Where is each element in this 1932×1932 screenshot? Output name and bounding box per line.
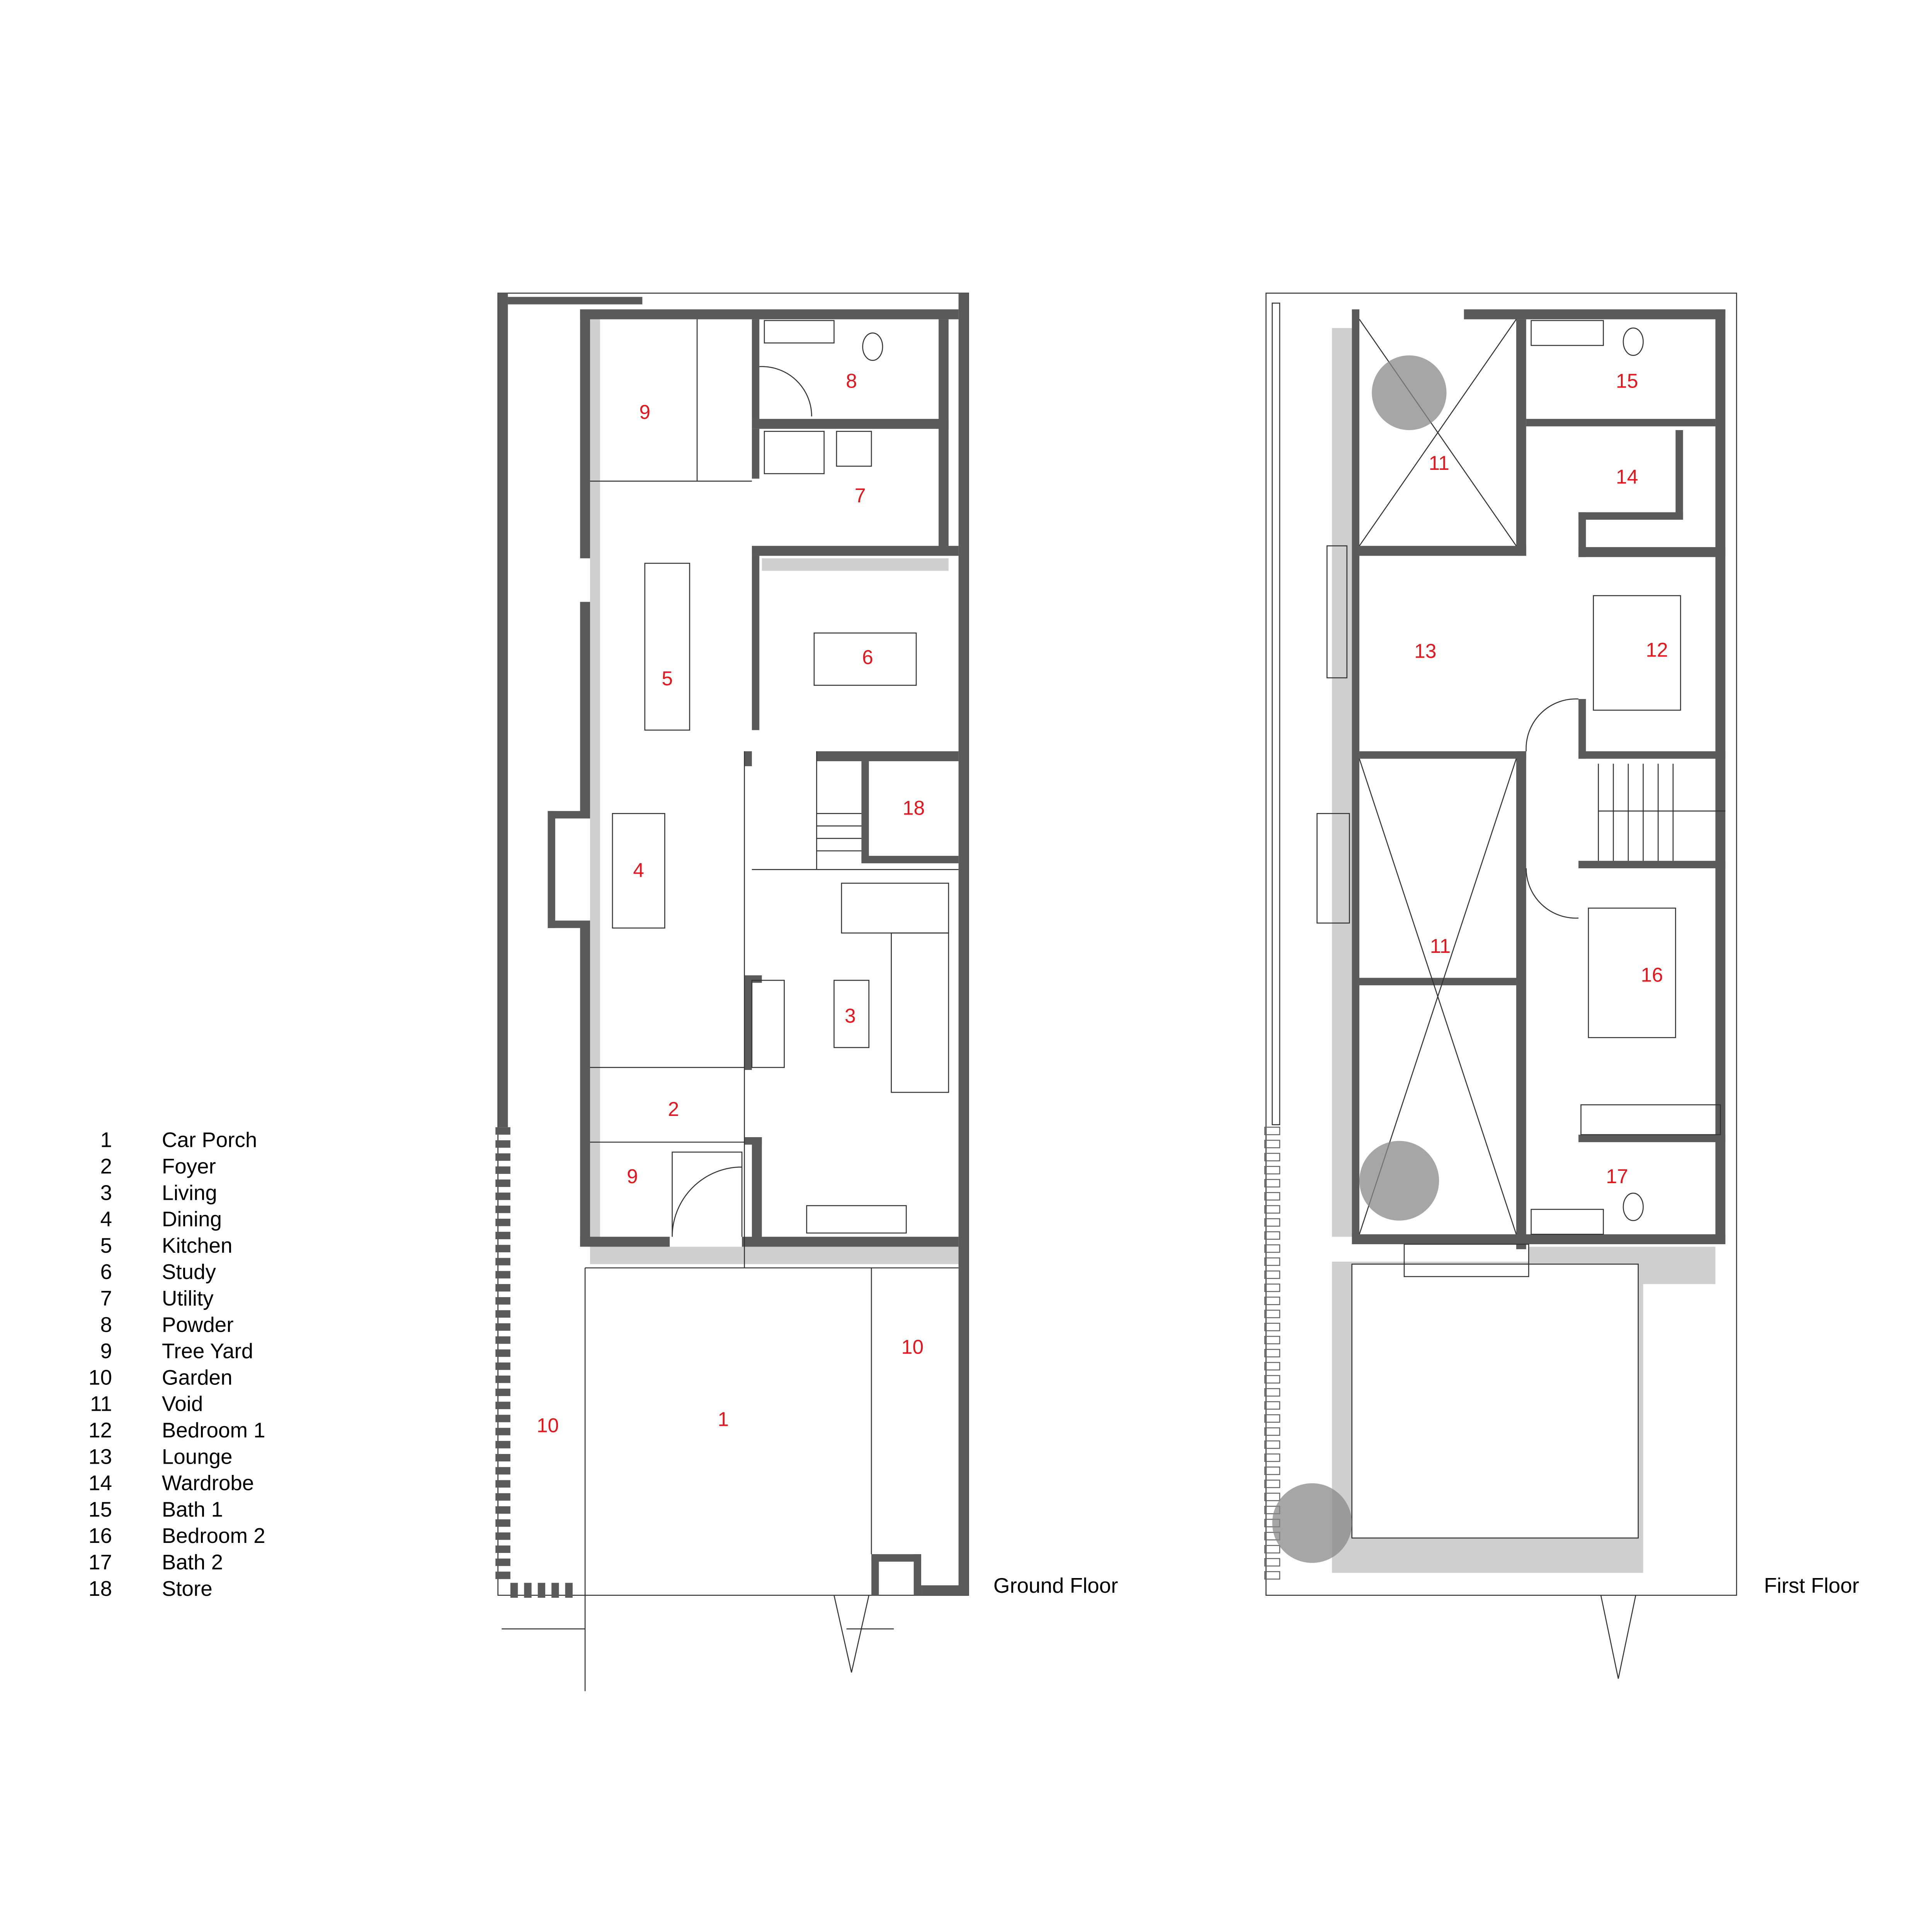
legend-number: 17 — [88, 1550, 112, 1574]
legend-room-name: Garden — [162, 1365, 233, 1389]
legend-number: 2 — [100, 1154, 112, 1178]
room-label: 2 — [668, 1098, 679, 1120]
legend-room-name: Wardrobe — [162, 1471, 254, 1495]
legend-number: 5 — [100, 1233, 112, 1257]
room-label: 8 — [846, 370, 857, 392]
door-swing — [1526, 868, 1579, 919]
entry-door-swing — [672, 1151, 743, 1237]
vanity — [1531, 320, 1604, 346]
legend-room-name: Bedroom 1 — [162, 1418, 265, 1442]
door-swing — [759, 366, 812, 417]
tree-icon — [1372, 355, 1447, 430]
room-label: 9 — [639, 401, 650, 423]
legend-number: 8 — [100, 1313, 112, 1337]
door-swing — [1526, 698, 1579, 752]
room-label: 10 — [537, 1414, 559, 1437]
planter — [1316, 813, 1350, 924]
legend-room-name: Bath 2 — [162, 1550, 223, 1574]
vanity — [764, 320, 835, 344]
sofa — [841, 883, 949, 934]
legend-number: 15 — [88, 1497, 112, 1521]
tree-icon — [1359, 1141, 1439, 1221]
bed — [1593, 595, 1681, 711]
vanity — [1531, 1209, 1604, 1235]
legend-number: 1 — [100, 1128, 112, 1152]
legend-number: 4 — [100, 1207, 112, 1231]
study-desk — [813, 632, 917, 686]
wardrobe-unit — [1580, 1104, 1721, 1135]
legend-number: 13 — [88, 1444, 112, 1468]
tree-icon — [1272, 1483, 1352, 1563]
legend-number: 12 — [88, 1418, 112, 1442]
legend-number: 16 — [88, 1524, 112, 1548]
kitchen-island — [644, 563, 690, 731]
fence — [495, 1127, 573, 1598]
stairs — [816, 813, 862, 852]
legend-number: 14 — [88, 1471, 112, 1495]
legend-number: 3 — [100, 1180, 112, 1204]
stairs — [1598, 764, 1726, 861]
room-label: 17 — [1606, 1165, 1628, 1187]
room-label: 14 — [1616, 466, 1638, 488]
room-label: 3 — [845, 1005, 856, 1027]
legend-room-name: Void — [162, 1392, 203, 1416]
room-label: 11 — [1430, 935, 1451, 957]
room-label: 6 — [862, 646, 873, 668]
tv-console — [751, 980, 785, 1068]
coffee-table — [833, 980, 869, 1048]
legend-room-name: Tree Yard — [162, 1339, 253, 1363]
dryer — [836, 431, 872, 467]
legend-number: 18 — [88, 1577, 112, 1600]
legend-room-name: Living — [162, 1180, 217, 1204]
legend-number: 11 — [90, 1392, 112, 1416]
room-label: 10 — [901, 1336, 923, 1358]
toilet — [862, 332, 883, 361]
room-label: 7 — [855, 484, 866, 507]
first-floor-title: First Floor — [1764, 1573, 1859, 1597]
legend-room-name: Store — [162, 1577, 213, 1600]
legend-room-name: Dining — [162, 1207, 222, 1231]
ground-floor-plan: 9 8 7 5 6 18 4 3 2 9 10 10 1 Ground Floor — [495, 293, 1118, 1691]
legend-room-name: Foyer — [162, 1154, 216, 1178]
toilet — [1622, 1192, 1644, 1221]
room-label: 15 — [1616, 370, 1638, 392]
bench — [806, 1205, 907, 1234]
legend-room-name: Powder — [162, 1313, 234, 1337]
room-label: 1 — [718, 1408, 729, 1430]
legend-room-name: Study — [162, 1260, 216, 1284]
ledge — [1403, 1243, 1529, 1277]
bed — [1588, 907, 1676, 1038]
legend-room-name: Utility — [162, 1286, 214, 1310]
legend-number: 7 — [100, 1286, 112, 1310]
legend-number: 6 — [100, 1260, 112, 1284]
gate — [833, 1595, 869, 1673]
room-label: 16 — [1641, 963, 1663, 986]
gate — [1600, 1595, 1636, 1679]
room-label: 11 — [1429, 452, 1449, 474]
room-label: 5 — [662, 667, 673, 690]
legend-number: 9 — [100, 1339, 112, 1363]
ground-floor-room-labels: 9 8 7 5 6 18 4 3 2 9 10 10 1 — [537, 370, 925, 1437]
planter — [1326, 545, 1348, 679]
first-floor-room-labels: 11 15 14 13 12 11 16 17 — [1414, 370, 1668, 1188]
legend-room-name: Kitchen — [162, 1233, 233, 1257]
room-label: 13 — [1414, 640, 1436, 662]
legend-room-name: Lounge — [162, 1444, 233, 1468]
legend-room-name: Car Porch — [162, 1128, 257, 1152]
dining-table — [612, 813, 665, 929]
room-label: 18 — [903, 797, 925, 819]
washer — [764, 431, 825, 474]
room-label: 9 — [627, 1165, 638, 1187]
room-label: 12 — [1646, 638, 1668, 661]
legend-room-name: Bath 1 — [162, 1497, 223, 1521]
first-floor-plan: 11 15 14 13 12 11 16 17 First Floor — [1264, 293, 1859, 1679]
legend-room-name: Bedroom 2 — [162, 1524, 265, 1548]
room-label: 4 — [633, 859, 644, 881]
ground-floor-title: Ground Floor — [993, 1573, 1118, 1597]
toilet — [1622, 327, 1644, 356]
legend-number: 10 — [88, 1365, 112, 1389]
sofa-side — [891, 932, 949, 1093]
